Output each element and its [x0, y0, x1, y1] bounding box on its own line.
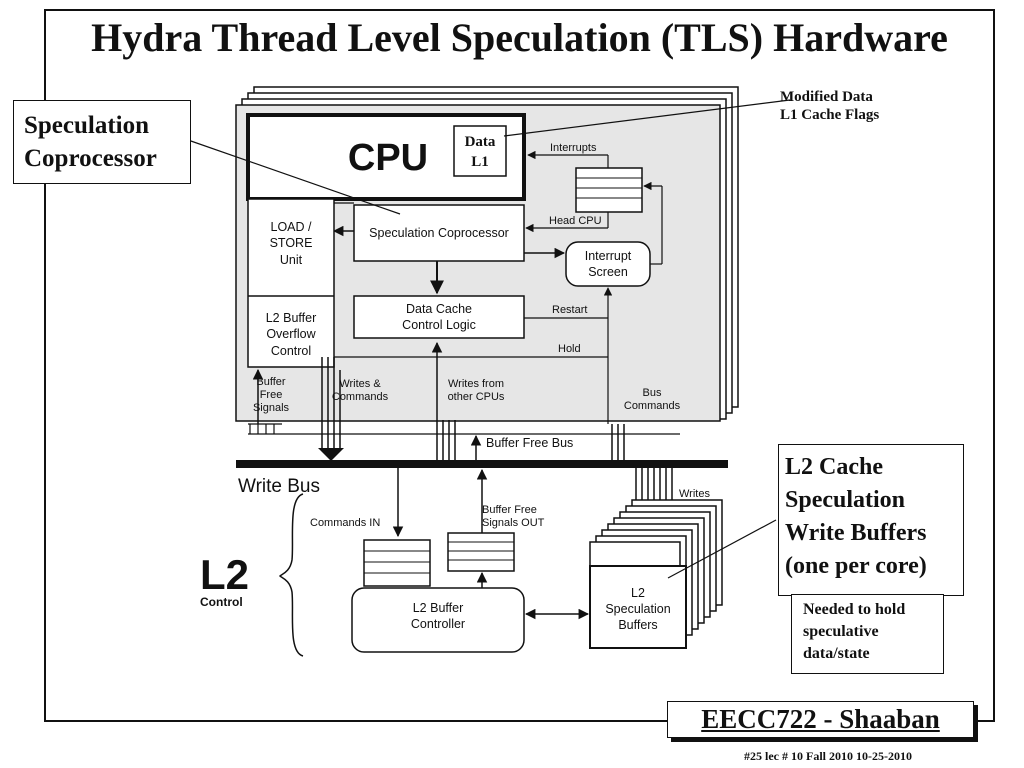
data-l1-box: [453, 125, 507, 177]
overflow-line1: L2 Buffer: [266, 311, 317, 325]
data-cache-control-box: [353, 295, 525, 339]
buffer-free-out-queue: [447, 532, 515, 572]
callout-line: Speculation: [785, 487, 906, 513]
head-cpu-label: Head CPU: [549, 215, 602, 227]
buffer-free-signals-line3: Signals: [253, 402, 290, 414]
l2-control-brace: [278, 493, 304, 657]
interrupt-screen-line2: Screen: [588, 265, 628, 279]
needed-to-hold-callout: Needed to hold speculative data/state: [791, 594, 944, 674]
l2-buffer-controller-line1: L2 Buffer: [413, 601, 464, 615]
buffer-free-bus-label: Buffer Free Bus: [486, 436, 573, 450]
modified-data-flags-callout: Modified Data L1 Cache Flags: [780, 88, 879, 124]
writes-commands-line2: Commands: [332, 391, 389, 403]
load-store-column: [247, 198, 335, 368]
writes-from-other-line2: other CPUs: [448, 391, 505, 403]
slide-frame: [44, 9, 995, 722]
l2-big-label: L2: [200, 551, 249, 598]
callout-line: data/state: [803, 645, 870, 662]
l2-buffer-controller-line2: Controller: [411, 617, 465, 631]
write-bus: [236, 460, 728, 468]
callout-line: Write Buffers: [785, 520, 927, 546]
slide-meta: #25 lec # 10 Fall 2010 10-25-2010: [744, 749, 912, 763]
callout-line: L2 Cache: [785, 454, 883, 480]
data-l1-line1: Data: [465, 134, 496, 150]
buffer-free-out-line2: Signals OUT: [482, 517, 545, 529]
callout-line: Coprocessor: [24, 145, 157, 172]
interrupts-label: Interrupts: [550, 142, 597, 154]
writes-from-other-line1: Writes from: [448, 378, 504, 390]
callout-line: L1 Cache Flags: [780, 107, 880, 123]
callout-line: (one per core): [785, 553, 927, 579]
l2-spec-buffers-line2: Speculation: [605, 602, 670, 616]
bus-commands-line2: Commands: [624, 400, 681, 412]
interrupt-screen-line1: Interrupt: [585, 249, 632, 263]
load-store-line1: LOAD /: [271, 220, 313, 234]
writes-commands-line1: Writes &: [339, 378, 381, 390]
cpu-label: CPU: [348, 137, 428, 179]
interrupt-queue: [575, 167, 643, 213]
buffer-free-signals-line2: Free: [260, 389, 283, 401]
l2-speculation-buffer-stack: [589, 499, 723, 649]
commands-in-label: Commands IN: [310, 517, 380, 529]
data-cache-control-line2: Control Logic: [402, 318, 476, 332]
commands-queue: [363, 539, 431, 587]
callout-line: Needed to hold: [803, 601, 906, 618]
overflow-line3: Control: [271, 344, 311, 358]
course-footer-badge: EECC722 - Shaaban: [667, 701, 974, 738]
hold-label: Hold: [558, 343, 581, 355]
write-bus-label: Write Bus: [238, 476, 320, 497]
speculation-coprocessor-box: [353, 204, 525, 262]
restart-label: Restart: [552, 304, 587, 316]
l2-control-label: Control: [200, 595, 243, 609]
load-store-line2: STORE: [270, 236, 313, 250]
overflow-line2: Overflow: [266, 327, 316, 341]
callout-line: Modified Data: [780, 89, 873, 105]
slide-title: Hydra Thread Level Speculation (TLS) Har…: [91, 15, 948, 60]
callout-line: speculative: [803, 623, 879, 640]
buffer-free-signals-line1: Buffer: [256, 376, 285, 388]
bus-commands-line1: Bus: [643, 387, 662, 399]
buffer-free-out-line1: Buffer Free: [482, 504, 537, 516]
writes-label: Writes: [679, 488, 710, 500]
callout-line: Speculation: [24, 112, 150, 139]
load-store-line3: Unit: [280, 253, 303, 267]
data-cache-control-line1: Data Cache: [406, 302, 472, 316]
l2-spec-buffers-line3: Buffers: [618, 618, 657, 632]
l2-spec-buffers-line1: L2: [631, 586, 645, 600]
speculation-coprocessor-label: Speculation Coprocessor: [369, 226, 509, 240]
data-l1-line2: L1: [471, 154, 489, 170]
l2-cache-write-buffers-callout: L2 Cache Speculation Write Buffers (one …: [778, 444, 964, 596]
speculation-coprocessor-callout: Speculation Coprocessor: [13, 100, 191, 184]
l2-buffer-controller-box: [351, 587, 525, 653]
